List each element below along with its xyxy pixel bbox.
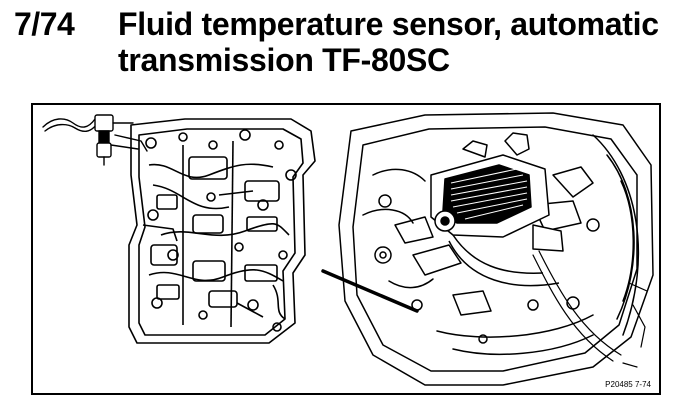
mechatronic-unit xyxy=(412,132,564,287)
figure-code: P20485 7-74 xyxy=(605,380,651,389)
wiring-harness xyxy=(532,250,648,368)
technical-illustration: P20485 7-74 xyxy=(31,103,661,395)
callout-line xyxy=(321,269,419,313)
document-title: Fluid temperature sensor, automatic tran… xyxy=(118,6,659,78)
sensor-connector xyxy=(42,114,148,166)
valve-body xyxy=(128,118,316,344)
document-title-line-1: Fluid temperature sensor, automatic xyxy=(118,6,659,42)
document-title-line-2: transmission TF-80SC xyxy=(118,42,450,78)
page-header: 7/74 Fluid temperature sensor, automatic… xyxy=(14,6,684,86)
document-number: 7/74 xyxy=(14,6,75,42)
illustration-drawing xyxy=(42,112,654,386)
transmission-housing xyxy=(338,112,654,386)
